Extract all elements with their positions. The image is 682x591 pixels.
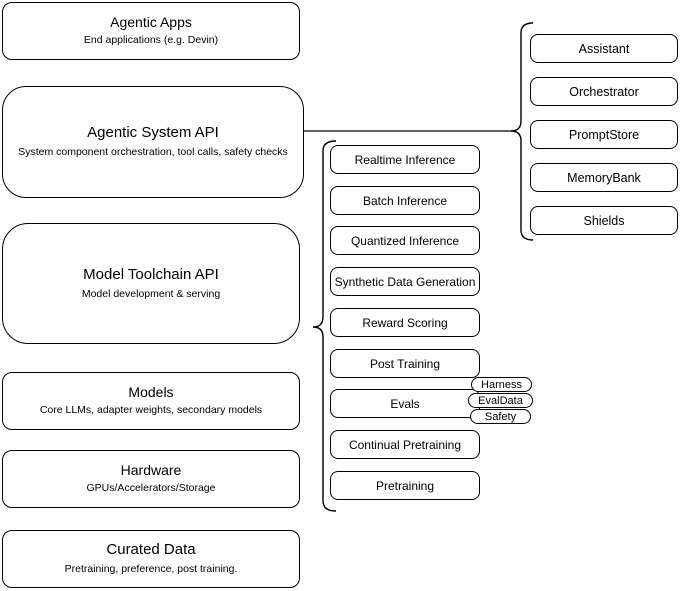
node-title: Agentic Apps (110, 13, 192, 30)
system-item-promptstore: PromptStore (530, 120, 678, 149)
toolchain-item-synthetic-data-generation: Synthetic Data Generation (330, 267, 480, 296)
node-title: Curated Data (106, 541, 196, 559)
system-item-memorybank: MemoryBank (530, 163, 678, 192)
toolchain-item-pretraining: Pretraining (330, 471, 480, 500)
node-title: Model Toolchain API (83, 265, 219, 283)
node-subtitle: End applications (e.g. Devin) (83, 34, 219, 47)
node-agentic-system-api: Agentic System API System component orch… (2, 86, 304, 198)
toolchain-item-evals: Evals (330, 389, 480, 418)
node-subtitle: Pretraining, preference, post training. (64, 563, 238, 576)
node-title: Agentic System API (87, 124, 219, 142)
system-item-shields: Shields (530, 206, 678, 235)
evals-tag-harness: Harness (471, 377, 532, 392)
node-hardware: Hardware GPUs/Accelerators/Storage (2, 450, 300, 508)
node-curated-data: Curated Data Pretraining, preference, po… (2, 530, 300, 588)
node-subtitle: Model development & serving (81, 287, 221, 300)
evals-tag-evaldata: EvalData (468, 393, 533, 408)
node-model-toolchain-api: Model Toolchain API Model development & … (2, 223, 300, 344)
toolchain-item-continual-pretraining: Continual Pretraining (330, 430, 480, 459)
evals-tag-safety: Safety (470, 409, 531, 424)
node-title: Hardware (120, 461, 182, 478)
system-item-orchestrator: Orchestrator (530, 77, 678, 106)
node-subtitle: System component orchestration, tool cal… (18, 146, 288, 159)
system-item-assistant: Assistant (530, 34, 678, 63)
toolchain-item-post-training: Post Training (330, 349, 480, 378)
node-subtitle: GPUs/Accelerators/Storage (86, 482, 216, 495)
toolchain-item-reward-scoring: Reward Scoring (330, 308, 480, 337)
node-subtitle: Core LLMs, adapter weights, secondary mo… (39, 404, 263, 417)
node-models: Models Core LLMs, adapter weights, secon… (2, 372, 300, 430)
toolchain-item-batch-inference: Batch Inference (330, 186, 480, 215)
node-agentic-apps: Agentic Apps End applications (e.g. Devi… (2, 2, 300, 60)
node-title: Models (128, 383, 174, 400)
toolchain-item-quantized-inference: Quantized Inference (330, 226, 480, 255)
toolchain-item-realtime-inference: Realtime Inference (330, 145, 480, 174)
